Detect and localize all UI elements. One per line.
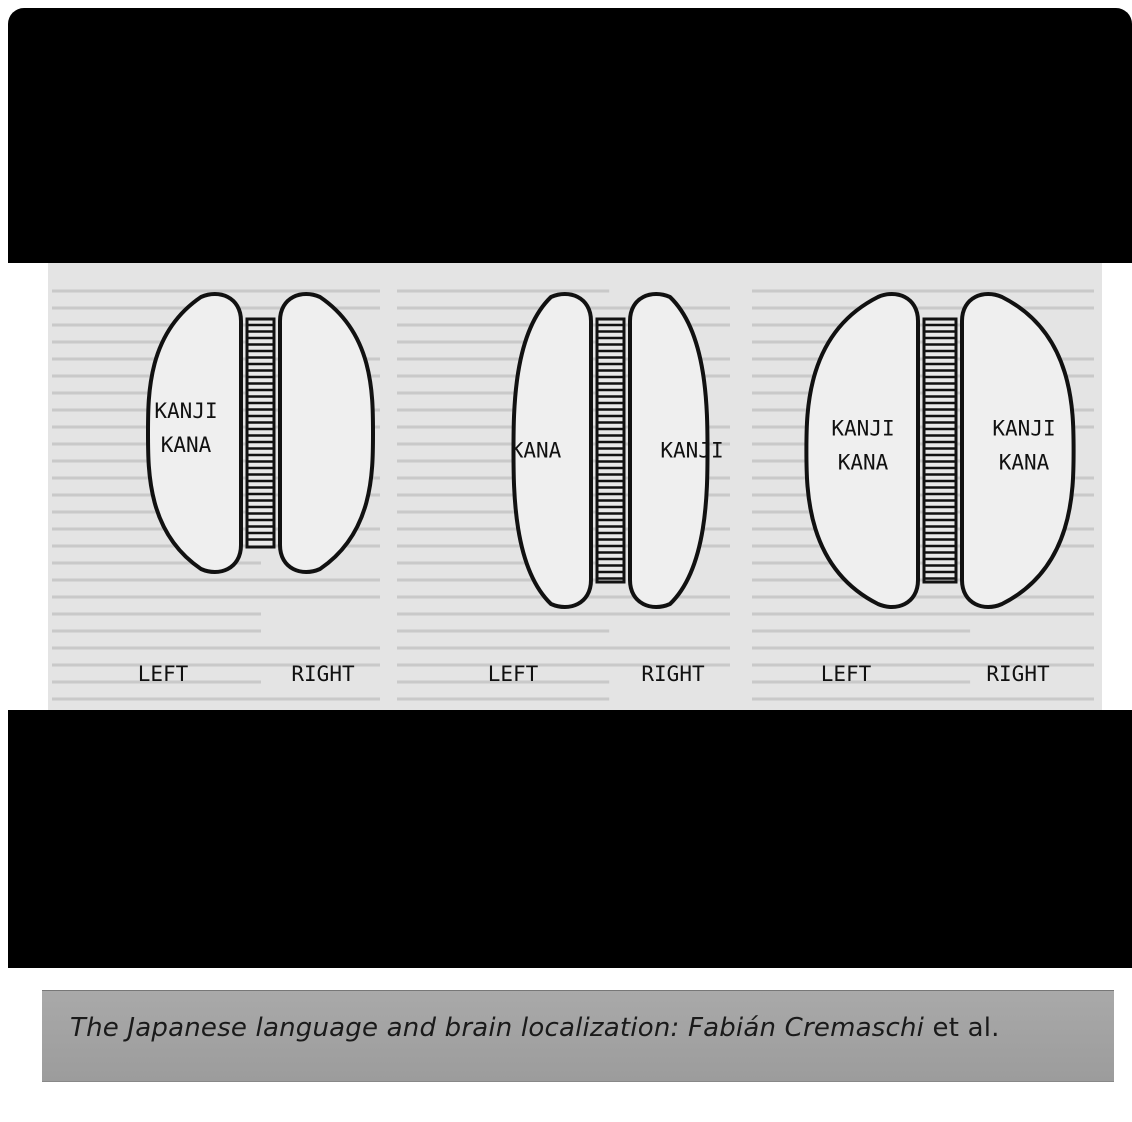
brain-diagram: KANJI KANA LEFT RIGHT [138, 294, 373, 686]
caption-strip: The Japanese language and brain localiza… [42, 990, 1114, 1082]
brain-diagram: KANA KANJI LEFT RIGHT [488, 294, 724, 686]
right-lobe-label: KANJI [660, 439, 723, 463]
left-lobe-label: KANA [838, 451, 889, 475]
redaction-bar-bottom [8, 710, 1132, 968]
right-lobe-label: KANJI [992, 417, 1055, 441]
left-caption: LEFT [138, 662, 189, 686]
caption-suffix: et al. [924, 1013, 1000, 1043]
left-lobe-label: KANJI [154, 399, 217, 423]
caption-title: The Japanese language and brain localiza… [70, 1013, 924, 1043]
right-caption: RIGHT [641, 662, 705, 686]
right-caption: RIGHT [986, 662, 1050, 686]
brain-diagram: KANJI KANA KANJI KANA LEFT RIGHT [806, 294, 1073, 686]
right-caption: RIGHT [291, 662, 355, 686]
left-caption: LEFT [821, 662, 872, 686]
corpus-callosum [924, 319, 956, 582]
right-lobe-label: KANA [999, 451, 1050, 475]
redaction-bar-top [8, 8, 1132, 263]
corpus-callosum [597, 319, 624, 582]
left-lobe-label: KANA [511, 439, 562, 463]
corpus-callosum [247, 319, 274, 547]
left-lobe-label: KANA [161, 433, 212, 457]
left-caption: LEFT [488, 662, 539, 686]
caption-text: The Japanese language and brain localiza… [70, 1013, 1000, 1043]
left-lobe-label: KANJI [831, 417, 894, 441]
